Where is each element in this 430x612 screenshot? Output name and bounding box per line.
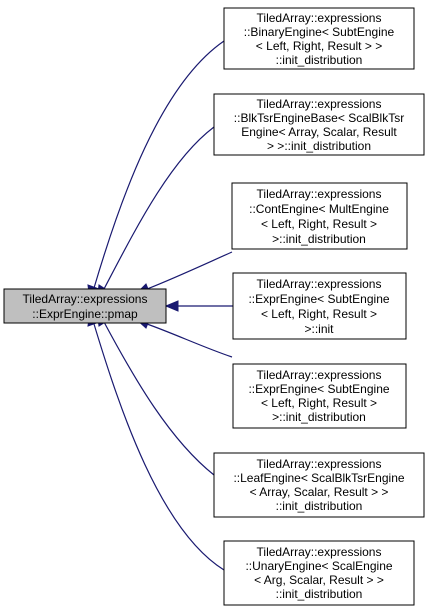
node-cont-engine-line-4: >::init_distribution: [272, 232, 366, 246]
edge-leaf-engine: [103, 321, 215, 476]
node-blktsr-engine-base-line-2: ::BlkTsrEngineBase< ScalBlkTsr: [234, 111, 404, 125]
node-expr-engine-init-distribution[interactable]: TiledArray::expressions ::ExprEngine< Su…: [232, 363, 407, 429]
node-expr-engine-init-line-4: >::init: [304, 322, 334, 336]
node-cont-engine-line-2: ::ContEngine< MultEngine: [249, 202, 389, 216]
node-binary-engine[interactable]: TiledArray::expressions ::BinaryEngine< …: [223, 7, 415, 70]
node-expr-engine-init-distribution-line-3: < Left, Right, Result >: [261, 396, 377, 410]
node-binary-engine-line-2: ::BinaryEngine< SubtEngine: [244, 25, 395, 39]
node-expr-engine-init-line-1: TiledArray::expressions: [257, 277, 382, 291]
node-leaf-engine[interactable]: TiledArray::expressions ::LeafEngine< Sc…: [213, 452, 425, 518]
node-expr-engine-init-distribution-line-2: ::ExprEngine< SubtEngine: [248, 382, 389, 396]
edge-unary-engine: [93, 323, 225, 571]
node-binary-engine-line-4: ::init_distribution: [276, 53, 363, 67]
focus-node[interactable]: TiledArray::expressions ::ExprEngine::pm…: [3, 288, 167, 324]
edge-blktsr-engine-base: [103, 126, 215, 290]
node-leaf-engine-line-2: ::LeafEngine< ScalBlkTsrEngine: [233, 471, 404, 485]
node-cont-engine-line-3: < Left, Right, Result >: [261, 217, 377, 231]
node-unary-engine-line-1: TiledArray::expressions: [257, 545, 382, 559]
node-binary-engine-line-1: TiledArray::expressions: [257, 11, 382, 25]
node-unary-engine[interactable]: TiledArray::expressions ::UnaryEngine< S…: [223, 540, 415, 606]
node-expr-engine-init-line-3: < Left, Right, Result >: [261, 307, 377, 321]
node-expr-engine-init-distribution-line-1: TiledArray::expressions: [257, 368, 382, 382]
node-unary-engine-line-2: ::UnaryEngine< ScalEngine: [245, 559, 392, 573]
node-expr-engine-init-line-2: ::ExprEngine< SubtEngine: [248, 292, 389, 306]
focus-node-line-1: TiledArray::expressions: [23, 292, 148, 306]
node-blktsr-engine-base-line-4: > >::init_distribution: [267, 139, 371, 153]
edge-binary-engine: [93, 40, 225, 289]
node-leaf-engine-line-4: ::init_distribution: [276, 499, 363, 513]
node-blktsr-engine-base-line-3: Engine< Array, Scalar, Result: [241, 125, 397, 139]
node-unary-engine-line-3: < Arg, Scalar, Result > >: [254, 573, 384, 587]
node-cont-engine-line-1: TiledArray::expressions: [257, 187, 382, 201]
edge-expr-engine-init-distribution: [146, 323, 233, 358]
node-leaf-engine-line-1: TiledArray::expressions: [257, 457, 382, 471]
node-cont-engine[interactable]: TiledArray::expressions ::ContEngine< Mu…: [231, 182, 408, 250]
node-expr-engine-init-distribution-line-4: >::init_distribution: [272, 410, 366, 424]
edge-cont-engine: [146, 251, 233, 290]
node-unary-engine-line-4: ::init_distribution: [276, 587, 363, 601]
node-expr-engine-init[interactable]: TiledArray::expressions ::ExprEngine< Su…: [232, 272, 407, 340]
node-leaf-engine-line-3: < Array, Scalar, Result > >: [250, 485, 389, 499]
node-binary-engine-line-3: < Left, Right, Result > >: [256, 39, 382, 53]
focus-node-line-2: ::ExprEngine::pmap: [32, 307, 138, 321]
node-blktsr-engine-base-line-1: TiledArray::expressions: [257, 97, 382, 111]
arrowhead-expr-engine-init: [164, 300, 179, 312]
node-blktsr-engine-base[interactable]: TiledArray::expressions ::BlkTsrEngineBa…: [213, 93, 425, 156]
